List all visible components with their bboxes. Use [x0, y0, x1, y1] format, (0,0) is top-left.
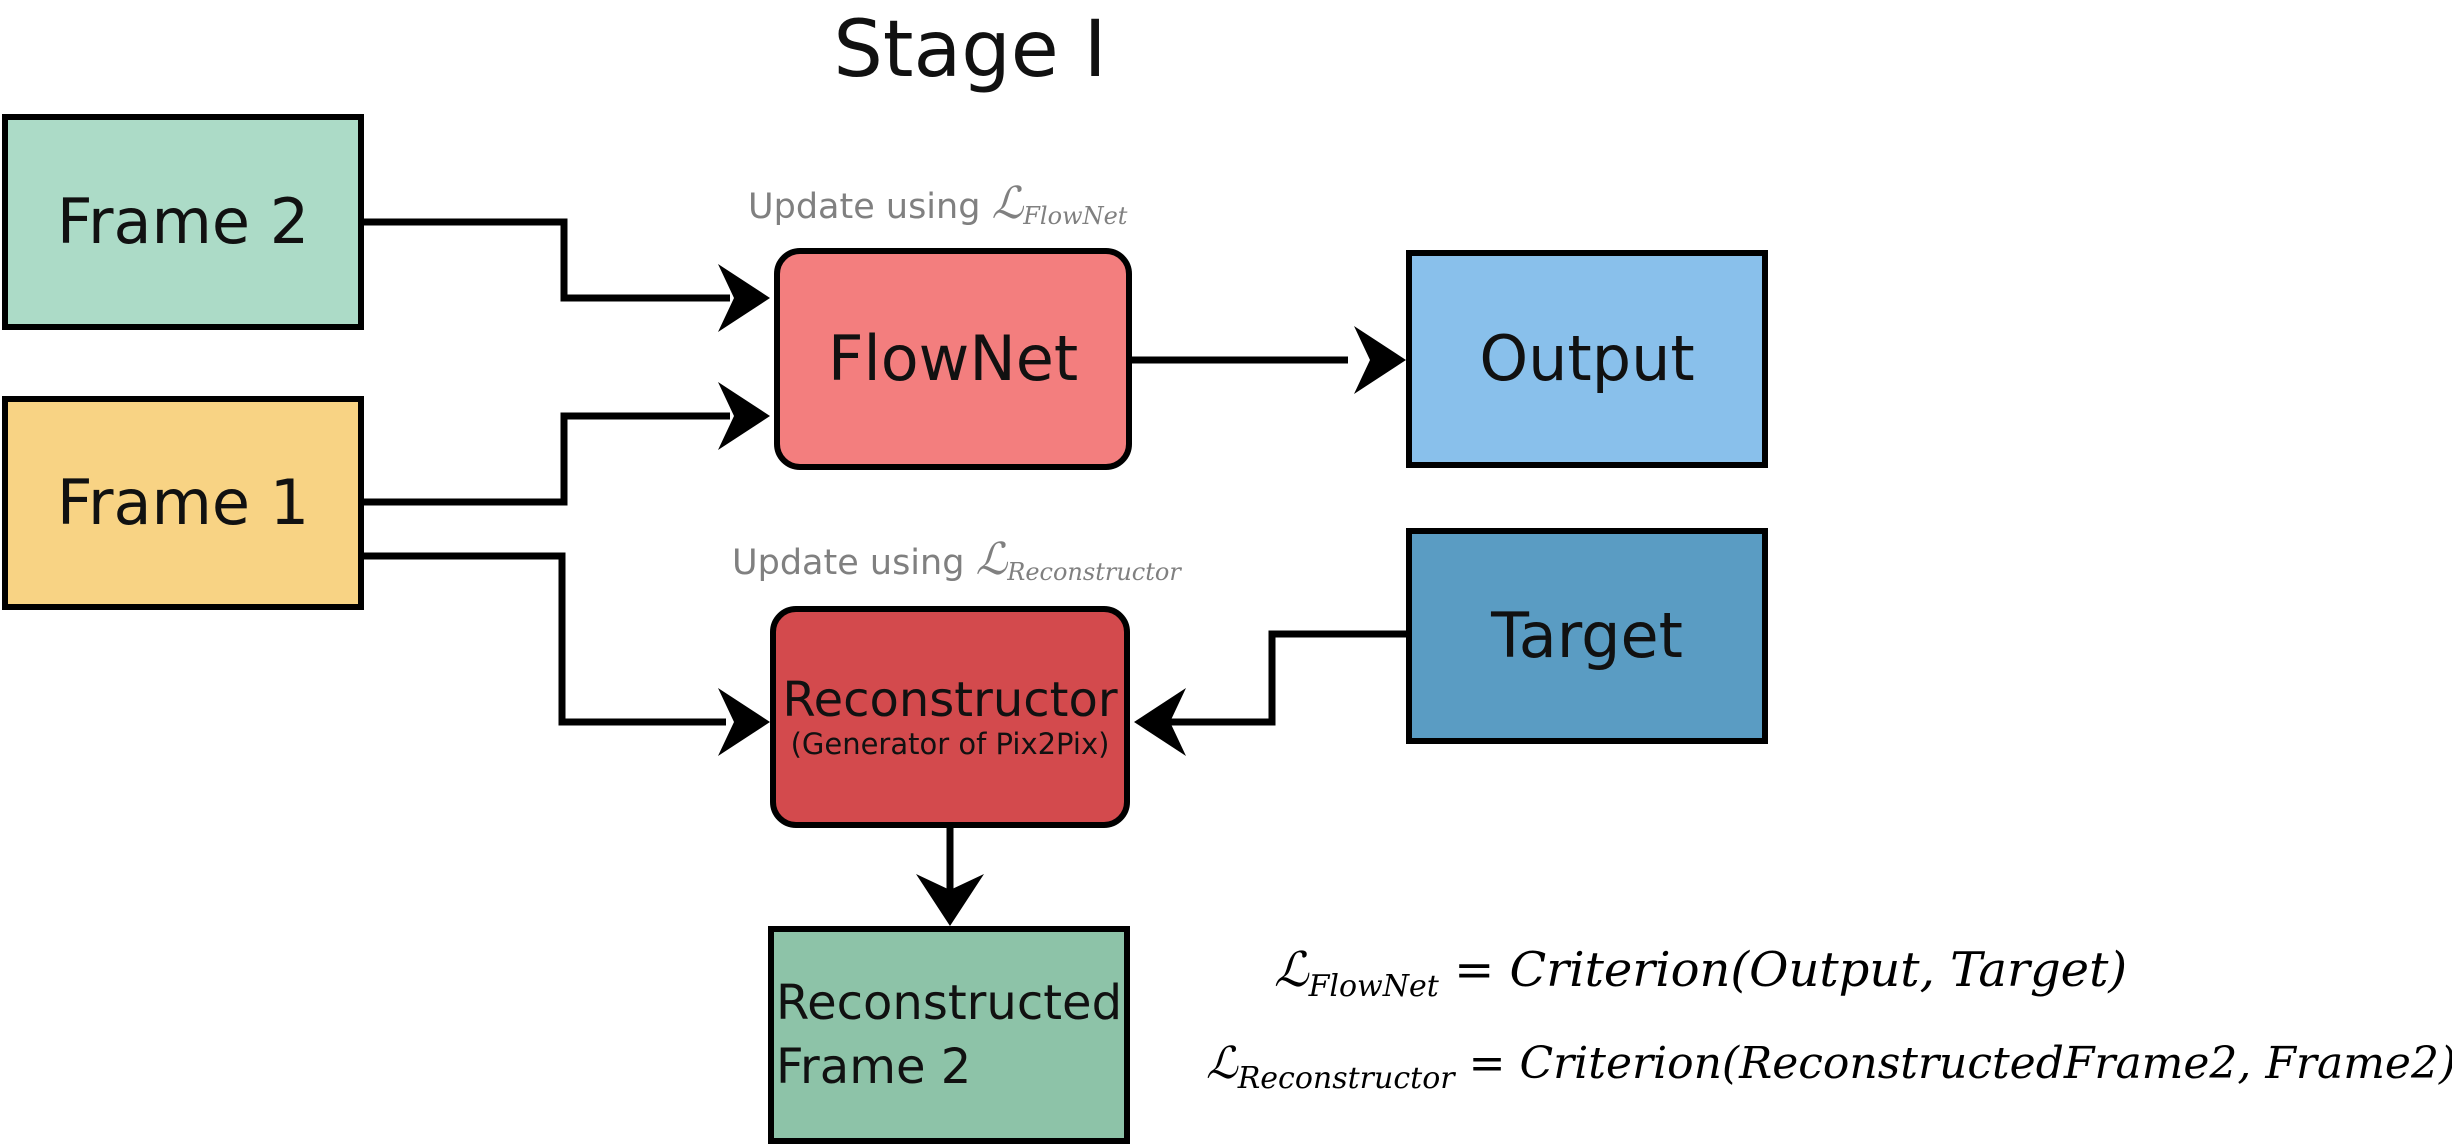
arrowhead-flownet-bottom — [718, 382, 770, 450]
target-label: Target — [1491, 599, 1683, 673]
eq2-loss-symbol: ℒ — [1206, 1038, 1238, 1089]
flownet-label: FlowNet — [827, 322, 1079, 396]
arrowhead-output — [1354, 326, 1406, 394]
reconstructor-sublabel: (Generator of Pix2Pix) — [790, 726, 1110, 761]
reconstructed-line1: Reconstructed — [775, 975, 1123, 1031]
flownet-note-subscript: FlowNet — [1023, 202, 1128, 230]
stage-title: Stage I — [833, 5, 1107, 95]
arrow-frame1-to-flownet — [362, 412, 730, 506]
output-box: Output — [1406, 250, 1768, 468]
eq2-subscript: Reconstructor — [1237, 1061, 1455, 1096]
eq1-subscript: FlowNet — [1308, 969, 1439, 1004]
arrowhead-reconstructed — [916, 874, 984, 926]
arrow-target-to-reconstructor — [1166, 630, 1410, 726]
arrow-frame2-to-flownet — [362, 218, 730, 302]
reconstructor-update-note: Update using ℒReconstructor — [732, 534, 1181, 586]
arrowhead-reconstructor-right — [1134, 688, 1186, 756]
arrow-frame1-to-reconstructor — [362, 552, 726, 726]
eq1-rhs: Criterion(Output, Target) — [1509, 942, 2128, 998]
arrowhead-flownet-top — [718, 264, 770, 332]
flownet-update-note: Update using ℒFlowNet — [748, 178, 1127, 230]
flownet-note-prefix: Update using — [748, 187, 992, 227]
eq2-equals: = — [1468, 1038, 1506, 1089]
flownet-box: FlowNet — [774, 248, 1132, 470]
output-label: Output — [1479, 322, 1695, 396]
flownet-loss-equation: ℒFlowNet = Criterion(Output, Target) — [1274, 942, 2127, 1004]
recon-note-subscript: Reconstructor — [1007, 558, 1181, 586]
reconstructor-label: Reconstructor — [782, 672, 1118, 729]
eq1-loss-symbol: ℒ — [1274, 942, 1309, 998]
reconstructed-line2: Frame 2 — [775, 1039, 972, 1095]
reconstructed-frame2-label: Reconstructed Frame 2 — [776, 971, 1122, 1099]
reconstructor-loss-equation: ℒReconstructor = Criterion(Reconstructed… — [1206, 1038, 2452, 1096]
eq1-equals: = — [1454, 942, 1495, 998]
frame2-box: Frame 2 — [2, 114, 364, 330]
recon-note-prefix: Update using — [732, 543, 976, 583]
frame1-box: Frame 1 — [2, 396, 364, 610]
flownet-note-loss-symbol: ℒ — [991, 178, 1024, 229]
frame1-label: Frame 1 — [56, 466, 310, 540]
reconstructor-box: Reconstructor (Generator of Pix2Pix) — [770, 606, 1130, 828]
arrowhead-reconstructor-left — [718, 688, 770, 756]
reconstructed-frame2-box: Reconstructed Frame 2 — [768, 926, 1130, 1144]
eq2-rhs: Criterion(ReconstructedFrame2, Frame2) — [1519, 1038, 2452, 1089]
frame2-label: Frame 2 — [56, 185, 310, 259]
recon-note-loss-symbol: ℒ — [975, 534, 1008, 585]
target-box: Target — [1406, 528, 1768, 744]
